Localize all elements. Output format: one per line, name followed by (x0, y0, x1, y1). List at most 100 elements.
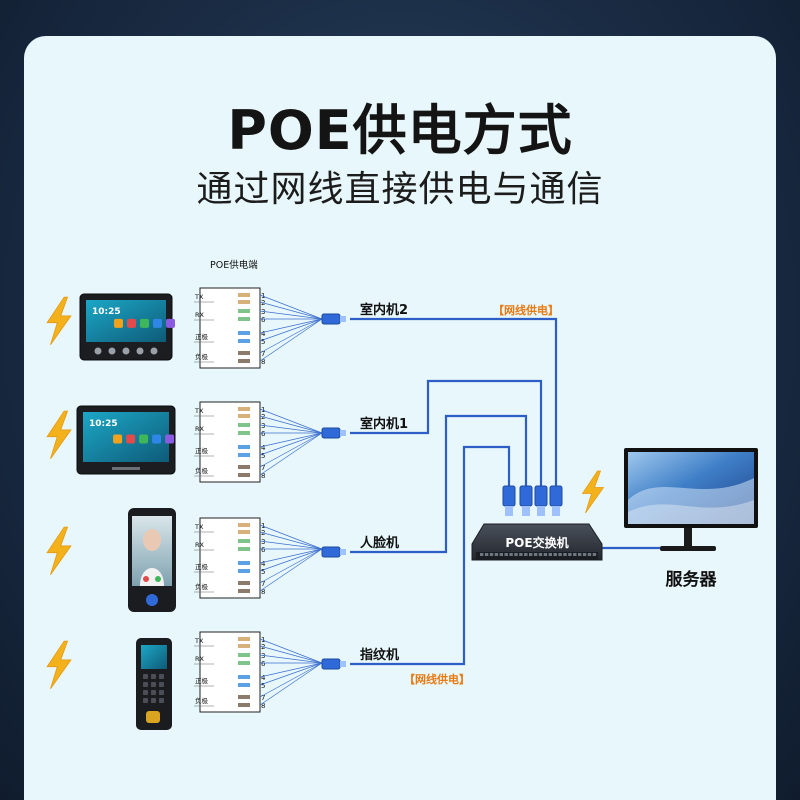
pin-wire (238, 359, 250, 363)
fan-wire (259, 548, 323, 564)
face-portrait (143, 529, 161, 551)
screen-time: 10:25 (92, 307, 121, 317)
pin-label: RX (195, 425, 205, 433)
rj45-connector (502, 485, 516, 507)
port-led (514, 553, 518, 556)
rj45-connector (321, 658, 341, 670)
lightning-icon (46, 526, 72, 576)
pin-wire (238, 293, 250, 297)
fan-wire (259, 432, 323, 468)
device-row: TXRX正极负极12364578人脸机 (46, 508, 399, 612)
keypad-key (143, 682, 148, 687)
pin-number: 8 (261, 702, 265, 710)
pin-label: 负极 (195, 696, 209, 705)
poe-panel (199, 401, 261, 483)
pin-number: 7 (261, 694, 265, 702)
port-led (480, 553, 484, 556)
card-reader-icon (146, 594, 158, 606)
device-row: 10:25TXRX正极负极12364578室内机1 (46, 401, 408, 483)
pin-wire (238, 561, 250, 565)
pin-label: 正极 (195, 562, 209, 571)
rj45-connector (321, 313, 341, 325)
pin-label: TX (194, 523, 204, 531)
fan-wire (259, 408, 323, 434)
fan-wire (259, 540, 323, 550)
key-button (122, 347, 130, 355)
pin-wire (238, 653, 250, 657)
pin-label: 负极 (195, 582, 209, 591)
pin-number: 8 (261, 358, 265, 366)
pin-number: 4 (261, 330, 266, 338)
lightning-icon (582, 470, 604, 514)
pin-label: 正极 (195, 332, 209, 341)
port-led (533, 553, 538, 556)
cable-tag-top: 【网线供电】 (493, 303, 559, 317)
fan-wire (259, 548, 323, 584)
rj45-connector (534, 485, 548, 507)
app-icon (152, 434, 162, 444)
keypad-key (159, 674, 164, 679)
panel-header: POE供电端 (210, 259, 258, 271)
fan-wire (259, 432, 323, 476)
key-button (150, 347, 158, 355)
pin-number: 5 (261, 568, 265, 576)
rj45-connector (321, 427, 341, 439)
port-led (484, 553, 489, 556)
pin-number: 4 (261, 560, 266, 568)
device-row: TXRX正极负极12364578指纹机 (46, 631, 399, 730)
pin-wire (238, 445, 250, 449)
pin-number: 5 (261, 682, 265, 690)
pin-number: 7 (261, 464, 265, 472)
switch-label: POE交换机 (505, 535, 568, 550)
rj45-tip (340, 549, 346, 555)
fan-wire (259, 654, 323, 664)
pin-label: RX (195, 541, 205, 549)
pin-number: 5 (261, 338, 265, 346)
cable-routing (350, 317, 660, 666)
pin-wire (238, 703, 250, 707)
pin-wire (238, 331, 250, 335)
cable-face (350, 414, 528, 554)
lightning-icon (46, 640, 72, 690)
keypad-key (159, 682, 164, 687)
fan-wire (259, 662, 323, 678)
pin-wire (238, 309, 250, 313)
device-screen (86, 300, 166, 342)
pin-label: RX (195, 655, 205, 663)
pin-wire (238, 453, 250, 457)
port-led (543, 553, 548, 556)
rj45-tip (340, 316, 346, 322)
keypad-key (143, 690, 148, 695)
rj45-tip (505, 506, 513, 516)
app-icon (153, 318, 162, 328)
pin-wire (238, 539, 250, 543)
server-monitor: 服务器 (624, 448, 758, 590)
port-led (558, 553, 562, 556)
device-name: 室内机1 (360, 416, 408, 432)
pin-number: 7 (261, 350, 265, 358)
rj45-tip (522, 506, 530, 516)
pin-wire (238, 423, 250, 427)
port-led (509, 553, 513, 556)
port-led (548, 553, 552, 556)
pin-wire (238, 414, 250, 418)
app-icon (139, 434, 149, 444)
pin-wire (238, 351, 250, 355)
keypad-key (151, 698, 156, 703)
pin-wire (238, 431, 250, 435)
fan-wire (259, 662, 323, 686)
pin-number: 3 (261, 538, 265, 546)
keypad-key (159, 698, 164, 703)
port-led (519, 553, 523, 556)
port-led (538, 553, 543, 556)
port-led (504, 553, 508, 556)
pin-number: 8 (261, 472, 265, 480)
fan-wire (259, 432, 323, 456)
answer-icon (155, 576, 161, 582)
device-name: 指纹机 (360, 647, 399, 663)
fan-wire (259, 318, 323, 342)
device-name: 室内机2 (360, 302, 408, 318)
port-led (587, 553, 592, 556)
pin-wire (238, 589, 250, 593)
